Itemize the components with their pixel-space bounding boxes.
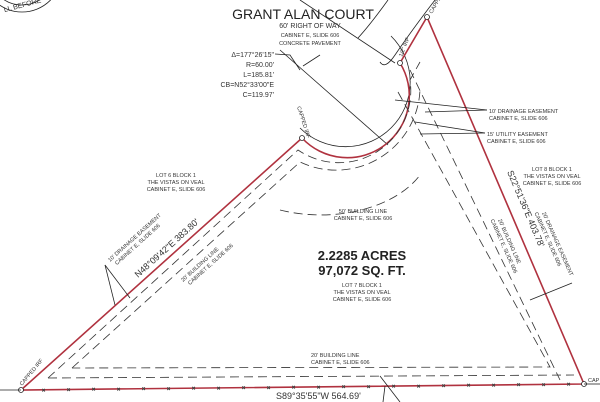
fence-mark: × [542,382,545,388]
surveyor-seal: LL BEFORE [0,0,52,14]
street-row: 60' RIGHT OF WAY [279,23,341,30]
area-acres: 2.2285 ACRES [318,248,407,263]
curve-table: Δ=177°26'15" R=60.00' L=185.81' CB=N52°3… [220,51,274,99]
street-cabinet: CABINET E, SLIDE 606 [281,33,340,39]
fence-mark: × [242,386,245,392]
fence-mark: × [467,383,470,389]
fence-mark: × [67,388,70,394]
fence-mark: × [142,387,145,393]
svg-text:THE VISTAS ON VEAL: THE VISTAS ON VEAL [523,174,580,180]
fence-mark: × [442,384,445,390]
lot-8-label: LOT 8 BLOCK 1 THE VISTAS ON VEAL CABINET… [523,167,582,187]
leader-lines [104,99,573,402]
easement-label: CABINET E, SLIDE 606 [311,360,370,366]
easement-label: 15' UTILITY EASEMENT [487,132,548,138]
fence-mark: × [117,387,120,393]
monument-label: CAP [588,378,600,384]
street-pavement: CONCRETE PAVEMENT [279,41,341,47]
fence-mark: × [517,383,520,389]
easement-label: 20' BUILDING LINE [311,353,360,359]
svg-text:THE VISTAS ON VEAL: THE VISTAS ON VEAL [147,180,204,186]
fence-mark: × [42,388,45,394]
street-outline [279,0,436,148]
svg-text:Δ=177°26'15": Δ=177°26'15" [231,51,274,59]
fence-mark: × [342,385,345,391]
svg-text:CABINET E, SLIDE 606: CABINET E, SLIDE 606 [187,243,235,287]
fence-mark: × [167,386,170,392]
fence-mark: × [92,387,95,393]
fence-mark: × [317,385,320,391]
svg-text:LOT 7 BLOCK 1: LOT 7 BLOCK 1 [342,283,382,289]
lot-boundary [18,15,586,391]
svg-text:R=60.00': R=60.00' [246,62,274,69]
fence-mark: × [292,385,295,391]
monument-label: CAPPED IRF [429,0,451,15]
svg-text:CABINET E, SLIDE 606: CABINET E, SLIDE 606 [523,181,582,187]
svg-text:LOT 6 BLOCK 1: LOT 6 BLOCK 1 [156,173,196,179]
svg-text:LOT 8 BLOCK 1: LOT 8 BLOCK 1 [532,167,572,173]
street-name: GRANT ALAN COURT [232,6,374,22]
fence-mark: × [567,382,570,388]
area-sqft: 97,072 SQ. FT. [318,263,405,278]
svg-text:C=119.97': C=119.97' [243,92,274,99]
lot-7-label: LOT 7 BLOCK 1 THE VISTAS ON VEAL CABINET… [333,283,392,303]
fence-mark: × [492,383,495,389]
easement-label: CABINET E, SLIDE 606 [334,216,393,222]
curve-leader [274,53,301,71]
easement-label: 50' BUILDING LINE [339,209,388,215]
fence-line: /* marks drawn below */ ××××××××××××××××… [42,382,571,394]
easement-label: CABINET E, SLIDE 606 [487,139,546,145]
bearing-south: S89°35'55"W 564.69' [276,391,361,401]
easement-label: 10' DRAINAGE EASEMENT [489,109,559,115]
fence-mark: × [417,384,420,390]
easement-label: CABINET E, SLIDE 606 [489,116,548,122]
fence-mark: × [217,386,220,392]
fence-mark: × [367,384,370,390]
fence-mark: × [192,386,195,392]
svg-text:CB=N52°33'00"E: CB=N52°33'00"E [220,81,274,89]
lot-6-label: LOT 6 BLOCK 1 THE VISTAS ON VEAL CABINET… [147,173,206,193]
fence-mark: × [392,384,395,390]
fence-mark: × [267,385,270,391]
svg-text:CABINET E, SLIDE 606: CABINET E, SLIDE 606 [147,187,206,193]
svg-text:THE VISTAS ON VEAL: THE VISTAS ON VEAL [333,290,390,296]
monuments [18,14,587,393]
monument-label: CAPPED IRF [295,106,311,140]
svg-text:L=185.81': L=185.81' [243,72,274,79]
svg-text:CABINET E, SLIDE 606: CABINET E, SLIDE 606 [333,297,392,303]
easement-lines [47,61,575,381]
